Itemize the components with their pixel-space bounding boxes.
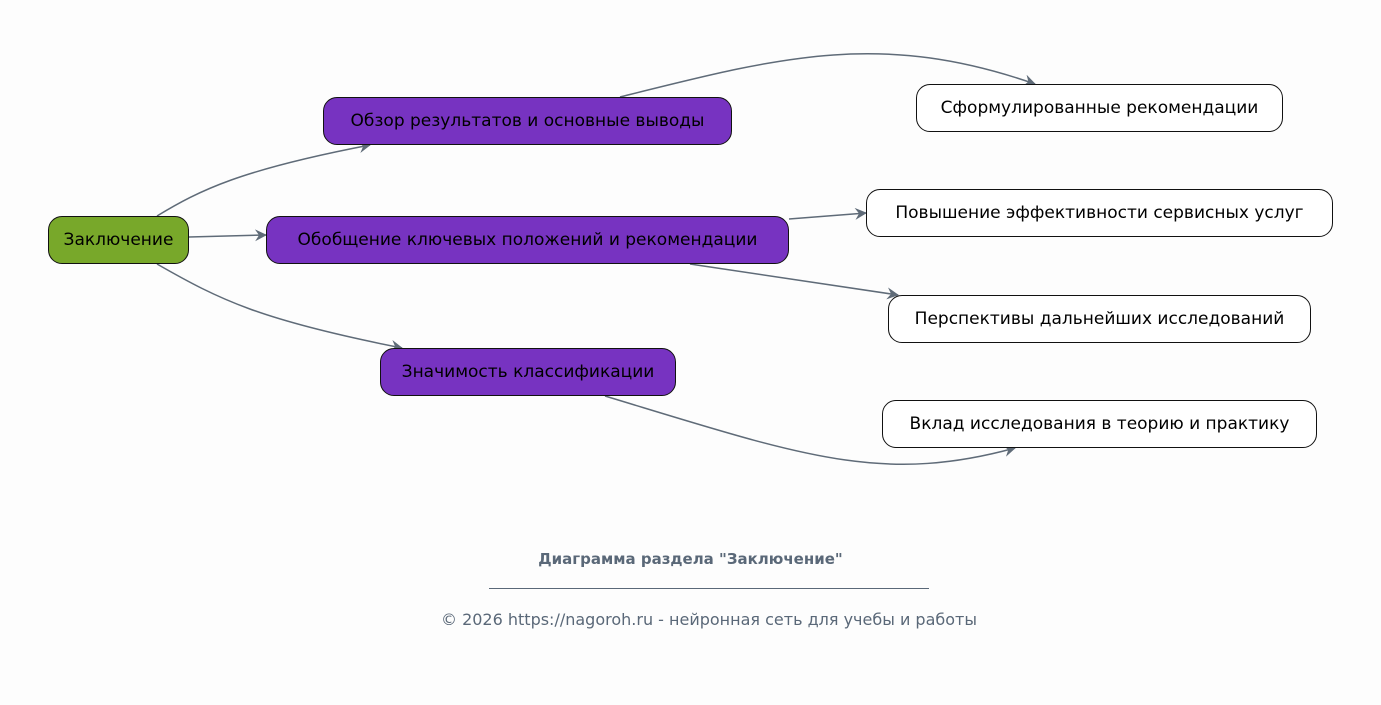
edge-root-branch3	[156, 263, 403, 352]
footer-copyright: © 2026 https://nagoroh.ru - нейронная се…	[440, 610, 977, 629]
edge-branch1-leaf1	[619, 53, 1036, 98]
node-leaf-1[interactable]: Сформулированные рекомендации	[916, 84, 1283, 132]
node-branch-3[interactable]: Значимость классификации	[380, 348, 676, 396]
edge-root-branch1	[156, 141, 371, 217]
node-root[interactable]: Заключение	[48, 216, 189, 264]
node-leaf-3[interactable]: Перспективы дальнейших исследований	[888, 295, 1311, 343]
diagram-title: Диаграмма раздела "Заключение"	[538, 550, 843, 568]
node-branch-2[interactable]: Обобщение ключевых положений и рекоменда…	[266, 216, 789, 264]
divider	[489, 588, 929, 589]
edge-branch3-leaf4	[604, 395, 1016, 465]
node-leaf-2[interactable]: Повышение эффективности сервисных услуг	[866, 189, 1333, 237]
edge-branch2-leaf2	[788, 207, 867, 220]
edge-root-branch2	[188, 229, 267, 242]
edge-branch2-leaf3	[689, 263, 899, 300]
node-leaf-4[interactable]: Вклад исследования в теорию и практику	[882, 400, 1317, 448]
node-branch-1[interactable]: Обзор результатов и основные выводы	[323, 97, 732, 145]
